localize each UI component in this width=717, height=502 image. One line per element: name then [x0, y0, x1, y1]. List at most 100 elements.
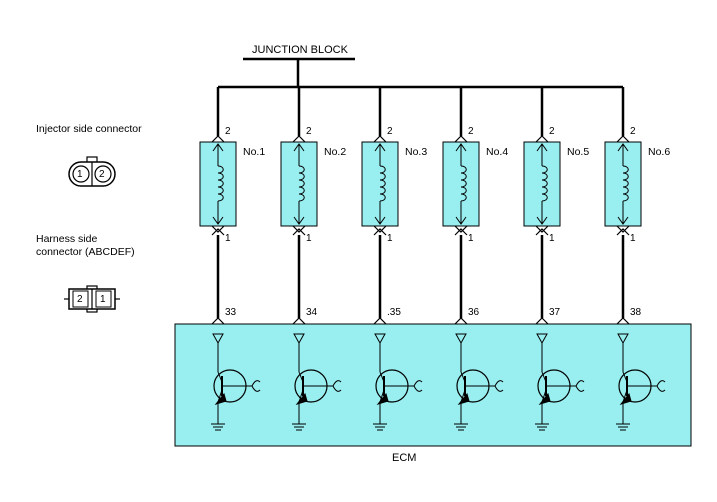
transistor-collector [298, 371, 304, 383]
harness-side-connector-icon [64, 285, 120, 313]
injector-channel-3 [361, 87, 423, 431]
transistor-collector [622, 371, 628, 383]
arrow-down-icon [617, 216, 629, 225]
signal-hook-icon [332, 380, 342, 392]
injector-top-pin: 2 [306, 126, 312, 137]
ecm-input-triangle [536, 333, 548, 345]
transistor-collector [379, 371, 385, 383]
injector-name-label: No.5 [567, 146, 590, 158]
connector-chevron-bottom [616, 225, 630, 233]
injector-name-label: No.2 [324, 146, 347, 158]
injector-channel-5 [523, 87, 585, 431]
coil-gap [540, 166, 544, 201]
connector-chevron-bottom [454, 225, 468, 233]
ecm-pin-chevron [373, 317, 387, 325]
arrow-up-icon [212, 143, 224, 152]
ecm-input-triangle [293, 333, 305, 345]
connector-chevron-bottom [373, 225, 387, 233]
injector-bottom-pin: 1 [306, 233, 312, 244]
ecm-pin-number: 34 [306, 307, 318, 318]
injector-bottom-pin: 1 [630, 233, 636, 244]
injector-bottom-pin: 1 [468, 233, 474, 244]
connector-chevron-top [292, 135, 306, 143]
harness-connector-pin-b: 1 [100, 294, 106, 305]
injector-bottom-pin: 1 [387, 233, 393, 244]
ecm-pin-chevron [211, 317, 225, 325]
ecm-input-triangle [617, 333, 629, 345]
ecm-pin-chevron [616, 317, 630, 325]
injector-side-connector-icon [68, 156, 116, 187]
harness-side-connector-label-line1: Harness side [36, 233, 98, 245]
harness-side-connector-label-line2: connector (ABCDEF) [36, 246, 135, 258]
ecm-pin-number: .35 [387, 307, 401, 318]
emitter-arrow-icon [619, 392, 632, 405]
injector-top-pin: 2 [549, 126, 555, 137]
ecm-pin-chevron [535, 317, 549, 325]
injector-name-label: No.6 [648, 146, 671, 158]
connector-chevron-top [535, 135, 549, 143]
connector-chevron-bottom-2 [211, 228, 225, 236]
emitter-arrow-icon [457, 392, 470, 405]
junction-block-label: JUNCTION BLOCK [252, 44, 348, 56]
junction-block [218, 57, 623, 89]
transistor-collector [217, 371, 223, 383]
injector-channel-1 [199, 87, 261, 431]
arrow-up-icon [617, 143, 629, 152]
injector-name-label: No.4 [486, 146, 509, 158]
injector-top-pin: 2 [630, 126, 636, 137]
coil-icon [541, 165, 548, 202]
ecm-input-triangle [455, 333, 467, 345]
ecm-input-triangle [374, 333, 386, 345]
coil-icon [622, 165, 629, 202]
injector-top-pin: 2 [468, 126, 474, 137]
ecm-input-triangle [212, 333, 224, 345]
arrow-down-icon [455, 216, 467, 225]
connector-chevron-bottom-2 [292, 228, 306, 236]
signal-hook-icon [575, 380, 585, 392]
coil-gap [378, 166, 382, 201]
coil-icon [217, 165, 224, 202]
signal-hook-icon [656, 380, 666, 392]
arrow-down-icon [293, 216, 305, 225]
coil-icon [460, 165, 467, 202]
ecm-pin-chevron [454, 317, 468, 325]
connector-chevron-bottom [211, 225, 225, 233]
signal-hook-icon [251, 380, 261, 392]
connector-chevron-bottom-2 [535, 228, 549, 236]
coil-gap [297, 166, 301, 201]
emitter-arrow-icon [214, 392, 227, 405]
ecm-pin-number: 38 [630, 307, 642, 318]
connector-chevron-bottom [535, 225, 549, 233]
ecm-pin-chevron [292, 317, 306, 325]
injector-side-connector-label: Injector side connector [36, 123, 142, 135]
injector-connector-pin-b: 2 [99, 169, 105, 180]
arrow-up-icon [293, 143, 305, 152]
ecm-pin-number: 37 [549, 307, 561, 318]
ecm-label: ECM [392, 452, 417, 464]
connector-chevron-bottom [292, 225, 306, 233]
injector-connector-pin-a: 1 [77, 169, 83, 180]
coil-gap [459, 166, 463, 201]
connector-chevron-top [373, 135, 387, 143]
ecm-pin-number: 33 [225, 307, 237, 318]
arrow-up-icon [455, 143, 467, 152]
coil-gap [621, 166, 625, 201]
ecm-box [174, 323, 692, 447]
injector-channel-6 [604, 87, 666, 431]
emitter-arrow-icon [538, 392, 551, 405]
emitter-arrow-icon [295, 392, 308, 405]
coil-icon [379, 165, 386, 202]
connector-chevron-top [211, 135, 225, 143]
injector-bottom-pin: 1 [549, 233, 555, 244]
transistor-collector [541, 371, 547, 383]
injector-name-label: No.3 [405, 146, 428, 158]
harness-connector-pin-a: 2 [77, 294, 83, 305]
coil-gap [216, 166, 220, 201]
signal-hook-icon [413, 380, 423, 392]
injector-channel-4 [442, 87, 504, 431]
injector-top-pin: 2 [387, 126, 393, 137]
connector-chevron-top [454, 135, 468, 143]
connector-chevron-top [616, 135, 630, 143]
injector-top-pin: 2 [225, 126, 231, 137]
